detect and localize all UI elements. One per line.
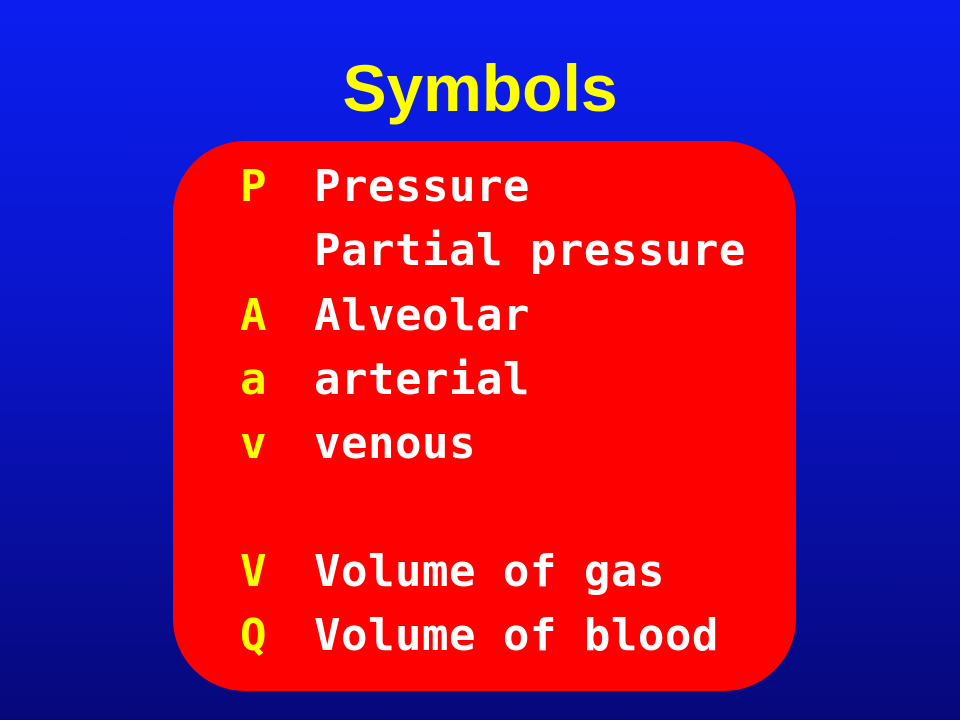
symbol-letter: a [240,354,267,405]
symbol-description: Volume of blood [314,610,719,661]
symbol-row-volume-of-blood: Q Volume of blood [240,604,719,668]
symbol-letter: v [240,418,267,469]
symbol-description: Alveolar [314,290,530,341]
symbol-description: Volume of gas [314,546,665,597]
symbol-row-volume-of-gas: V Volume of gas [240,540,665,604]
symbol-letter: P [240,161,267,212]
symbol-row-alveolar: A Alveolar [240,284,530,348]
symbol-row-pressure: P Pressure [240,155,530,219]
symbols-panel [173,141,796,691]
symbol-letter: A [240,290,267,341]
symbol-description: venous [314,418,476,469]
symbol-row-arterial: a arterial [240,348,530,412]
symbol-description: arterial [314,354,530,405]
slide-title: Symbols [342,51,618,125]
symbol-description: Partial pressure [314,225,746,276]
symbol-letter: Q [240,610,267,661]
symbol-row-partial-pressure: Partial pressure [240,219,746,283]
symbol-letter: V [240,546,267,597]
symbol-row-spacer [240,476,314,540]
symbol-description: Pressure [314,161,530,212]
